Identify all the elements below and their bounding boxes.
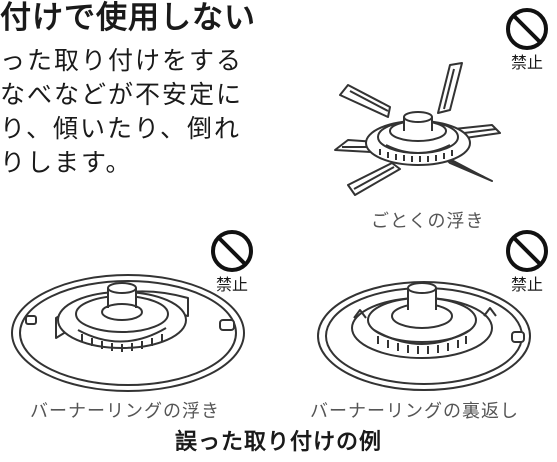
- prohibited-mark-grate: 禁止: [500, 6, 554, 72]
- caption-burner-ring-flipped: バーナーリングの裏返し: [310, 401, 519, 422]
- grate-floating-illustration: [334, 62, 501, 196]
- prohibited-label: 禁止: [215, 275, 248, 294]
- prohibited-label: 禁止: [510, 275, 543, 294]
- warning-line-3: り、傾いたり、倒れ: [0, 114, 242, 143]
- burner-ring-flipped-illustration: [317, 281, 531, 391]
- warning-text: った取り付けをする なべなどが不安定に り、傾いたり、倒れ りします。: [0, 44, 300, 180]
- caption-burner-ring-floating: バーナーリングの浮き: [30, 401, 220, 422]
- warning-line-4: りします。: [0, 148, 133, 177]
- prohibited-mark-ring-floating: 禁止: [205, 228, 259, 294]
- prohibited-label: 禁止: [510, 53, 543, 72]
- prohibited-mark-ring-flipped: 禁止: [500, 228, 554, 294]
- prohibited-icon: [506, 8, 548, 50]
- section-heading: 付けで使用しない: [0, 0, 256, 36]
- warning-line-2: なべなどが不安定に: [0, 80, 244, 109]
- warning-line-1: った取り付けをする: [0, 46, 244, 75]
- prohibited-icon: [506, 230, 548, 272]
- prohibited-icon: [211, 230, 253, 272]
- burner-ring-floating-illustration: [11, 274, 245, 392]
- figure-caption: 誤った取り付けの例: [174, 430, 382, 455]
- caption-grate-floating: ごとくの浮き: [371, 211, 485, 232]
